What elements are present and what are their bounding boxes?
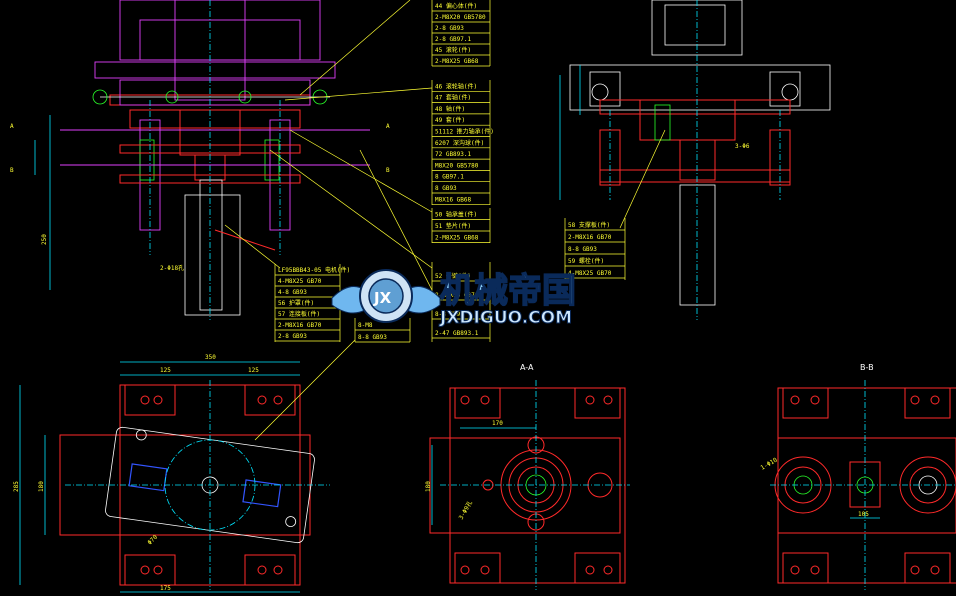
parts-list-item: 2-8 GB93 xyxy=(435,25,464,32)
section-b-b-title: B-B xyxy=(860,363,874,372)
parts-list-item: 8-8 GB93 xyxy=(435,311,464,318)
parts-list-item: 51 垫片(件) xyxy=(435,222,471,230)
parts-list-item: 2-M8X25 GB68 xyxy=(435,58,479,65)
dim-plan-sub1: 125 xyxy=(160,367,171,374)
dim-plan-height: 285 xyxy=(13,481,20,492)
parts-list-item: 72 GB893.1 xyxy=(435,151,472,158)
parts-list-item: 2-8 GB93 xyxy=(278,333,307,340)
parts-list-middle2: 50 轴承盖(件) 51 垫片(件) 2-M8X25 GB68 xyxy=(431,208,491,243)
parts-list-item: 8-8 GB93 xyxy=(568,246,597,253)
dim-elev-height: 250 xyxy=(41,234,48,245)
section-b-b-view: B-B 105 1-Φ10 xyxy=(760,363,956,590)
parts-list-item: 4-M8X25 GB70 xyxy=(278,278,322,285)
parts-list-item: 2-M8X25 GB68 xyxy=(435,235,479,242)
parts-list-item: 58 支撑板(件) xyxy=(568,221,610,229)
parts-list-left: LF95BBB43-05 电机(件) 4-M8X25 GB70 4-8 GB93 56… xyxy=(274,264,350,342)
parts-list-item: 4-8 GB93 xyxy=(278,289,307,296)
dim-a-height: 180 xyxy=(425,481,432,492)
parts-list-item: M8X16 GB68 xyxy=(435,196,472,203)
parts-list-right: 58 支撑板(件) 2-M8X16 GB70 8-8 GB93 59 螺栓(件) 4-M… xyxy=(564,218,626,280)
dim-plan-sub2: 125 xyxy=(248,367,259,374)
section-mark-a-left: A xyxy=(10,123,14,130)
watermark: JX 机械帝国 JXDIGUO.COM xyxy=(331,269,577,329)
section-a-a-title: A-A xyxy=(520,363,534,372)
parts-list-item: 4-M8X25 GB70 xyxy=(568,270,612,277)
dim-plan-bottom: 175 xyxy=(160,585,171,592)
dim-plan-inner: 180 xyxy=(38,481,45,492)
dim-right-holes: 3-Φ6 xyxy=(735,143,750,150)
parts-list-item: 8-M8X16 GB70 xyxy=(435,292,479,299)
parts-list-item: 46 滚轮轴(件) xyxy=(435,82,477,90)
dim-a-holes: 3-Φ9孔 xyxy=(457,499,474,521)
dim-b-width: 105 xyxy=(858,511,869,518)
parts-list-item: 2-M8X16 GB70 xyxy=(568,234,612,241)
right-elevation-view: 3-Φ6 xyxy=(559,0,831,320)
parts-list-item: 8-M8 xyxy=(358,322,373,329)
parts-list-item: 2-M8X20 GB5780 xyxy=(435,14,486,21)
parts-list-item: 59 螺栓(件) xyxy=(568,257,604,265)
watermark-english: JXDIGUO.COM xyxy=(439,308,572,328)
parts-list-item: 6207 深沟球(件) xyxy=(435,139,484,147)
parts-list-item: 2-M8X16 GB70 xyxy=(278,322,322,329)
parts-list-left-small: 8-M8 8-8 GB93 xyxy=(354,318,411,343)
parts-list-item: 51112 推力轴承(件) xyxy=(435,128,494,136)
parts-list-item: 52 平键(件) xyxy=(435,272,471,280)
watermark-chinese: 机械帝国 xyxy=(440,271,576,311)
parts-list-item: 8 GB97.1 xyxy=(435,174,464,181)
parts-list-item: 8-8 GB93 xyxy=(358,334,387,341)
watermark-logo: JX xyxy=(331,269,441,323)
parts-list-item: 2-8 GB97.1 xyxy=(435,36,472,43)
plan-view: 350 125 125 285 180 175 Φ70 xyxy=(13,339,356,593)
parts-list-lower: 52 平键(件) 8-M8X16 GB70 8-8 GB93 2-47 GB893.1 xyxy=(431,262,491,342)
parts-list-item: 45 滚轮(件) xyxy=(435,46,471,54)
dim-plan-width: 350 xyxy=(205,354,216,361)
leader-lines-left xyxy=(224,0,433,291)
watermark-logo-letters: JX xyxy=(373,289,392,307)
section-mark-a-right: A xyxy=(386,123,390,130)
parts-list-item: 48 轴(件) xyxy=(435,105,465,113)
parts-list-item: 44 偏心体(件) xyxy=(435,2,477,10)
parts-list-item: 56 护罩(件) xyxy=(278,299,314,307)
dim-b-dia: 1-Φ10 xyxy=(760,456,779,471)
parts-list-middle: 46 滚轮轴(件) 47 套轴(件) 48 轴(件) 49 套(件) 51112 推力轴… xyxy=(431,80,494,205)
section-mark-b-left: B xyxy=(10,167,14,174)
dim-a-width: 170 xyxy=(492,420,503,427)
section-a-a-view: A-A 170 180 3-Φ9孔 xyxy=(425,363,630,590)
parts-list-item: LF95BBB43-05 电机(件) xyxy=(278,266,350,274)
parts-list-item: 49 套(件) xyxy=(435,116,465,124)
dim-elev-holes: 2-Φ18孔 xyxy=(160,264,184,272)
parts-list-item: 8 GB93 xyxy=(435,185,457,192)
parts-list-item: 57 连接板(件) xyxy=(278,310,320,318)
parts-list-item: 2-47 GB893.1 xyxy=(435,330,479,337)
parts-list-item: M8X20 GB5780 xyxy=(435,162,479,169)
parts-list-item: 50 轴承盖(件) xyxy=(435,211,477,219)
section-mark-b-right: B xyxy=(386,167,390,174)
parts-list-item: 47 套轴(件) xyxy=(435,94,471,102)
left-elevation-view: A B A B 250 2-Φ18孔 xyxy=(10,0,390,320)
parts-list-top: 44 偏心体(件) 2-M8X20 GB5780 2-8 GB93 2-8 GB97.… xyxy=(431,0,491,67)
